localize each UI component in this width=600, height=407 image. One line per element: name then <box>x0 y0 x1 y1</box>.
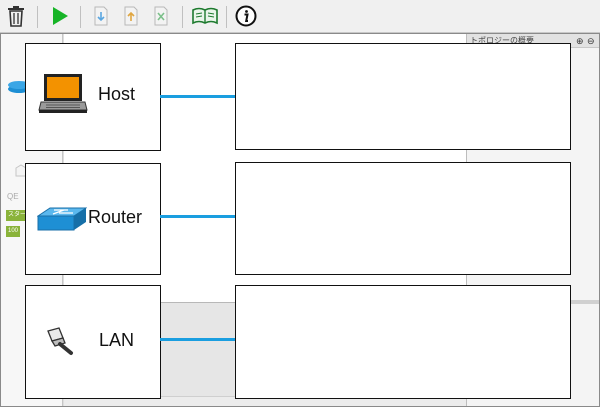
zoom-in-icon[interactable]: ⊕ <box>576 36 584 46</box>
overview-panel-title: トポロジーの概要 <box>470 36 534 45</box>
info-icon <box>235 5 257 27</box>
run-button[interactable] <box>48 4 72 28</box>
router-label: Router <box>88 207 143 227</box>
download-icon <box>94 6 108 26</box>
info-button[interactable] <box>234 4 258 28</box>
host-callout: Host <box>25 43 161 151</box>
router-callout: Router <box>25 163 161 275</box>
download-button[interactable] <box>89 4 113 28</box>
clear-icon <box>154 6 168 26</box>
palette-badge-count: 100 <box>6 226 21 237</box>
cable-icon <box>47 327 73 355</box>
toolbar-separator <box>37 6 38 28</box>
manual-button[interactable] <box>191 4 219 28</box>
host-connector <box>160 95 239 98</box>
lan-label: LAN <box>99 330 135 350</box>
toolbar-separator <box>182 6 183 28</box>
upload-icon <box>124 6 138 26</box>
host-description-box <box>235 43 571 150</box>
lan-connector <box>160 338 239 341</box>
lan-description-box <box>235 285 571 399</box>
palette-faded-label: QE <box>7 192 19 201</box>
host-label: Host <box>98 84 136 104</box>
router-icon[interactable] <box>7 78 25 94</box>
router-connector <box>160 215 239 218</box>
zoom-out-icon[interactable]: ⊖ <box>587 36 595 46</box>
trash-icon <box>8 6 24 27</box>
clear-button[interactable] <box>149 4 173 28</box>
palette-badge-star: スター <box>6 210 29 221</box>
switch-icon <box>37 207 87 231</box>
run-icon <box>53 7 68 25</box>
toolbar-separator <box>80 6 81 28</box>
manual-icon <box>192 7 218 25</box>
router-description-box <box>235 162 571 275</box>
lan-callout: LAN <box>25 285 161 399</box>
upload-button[interactable] <box>119 4 143 28</box>
toolbar <box>0 0 600 33</box>
trash-button[interactable] <box>4 4 28 28</box>
laptop-icon <box>38 74 88 113</box>
toolbar-separator <box>226 6 227 28</box>
